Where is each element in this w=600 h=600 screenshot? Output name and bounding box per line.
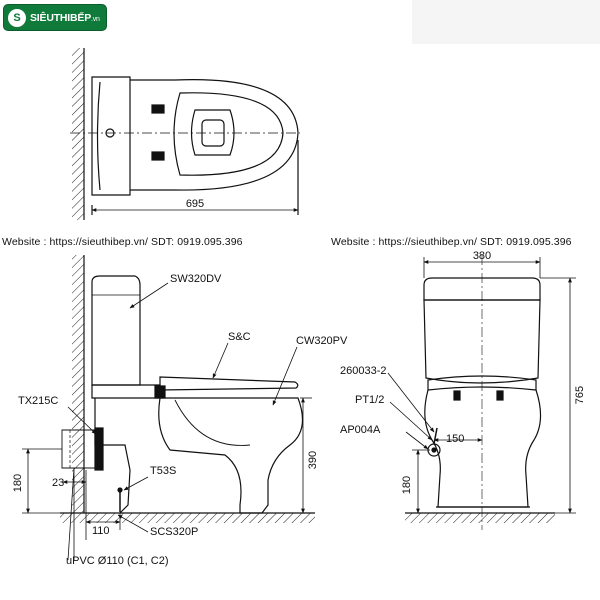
side-view (22, 255, 315, 561)
floor-hatch-side (60, 513, 315, 523)
hinge-bracket-upper (151, 104, 165, 114)
valve-center (431, 447, 437, 453)
tank-top-outline (91, 76, 131, 196)
seat-hinge-left (453, 390, 461, 401)
top-view (70, 48, 300, 220)
bowl-top-outline (130, 79, 299, 191)
bowl-front-outline (424, 389, 542, 508)
tank-lid-front (423, 277, 541, 301)
label-upvc: uPVC Ø110 (C1, C2) (66, 555, 169, 567)
tank-side-outline (91, 275, 141, 386)
leader-cw320pv (272, 346, 298, 406)
bowl-opening (190, 109, 235, 156)
dim-695-label: 695 (186, 198, 204, 210)
trapway-inner (174, 399, 251, 446)
tank-inner-curve (96, 81, 101, 191)
front-view (387, 255, 576, 530)
brand-mark-icon: S (8, 8, 26, 27)
website-watermark-left: Website : https://sieuthibep.vn/ SDT: 09… (2, 236, 243, 248)
drain-opening (201, 119, 225, 147)
floor-hatch-front (405, 513, 555, 523)
seat-top-outline (173, 92, 284, 176)
leader-tx215c (67, 406, 97, 435)
dim-180-side-label: 180 (12, 474, 24, 492)
tank-base (91, 384, 161, 399)
seat-hinge-right (496, 390, 504, 401)
website-watermark-right: Website : https://sieuthibep.vn/ SDT: 09… (331, 236, 572, 248)
label-260033-2: 260033-2 (340, 365, 387, 377)
dim-180-front-label: 180 (401, 476, 413, 494)
dim-110-label: 110 (92, 525, 110, 537)
leader-scs320p (117, 514, 149, 533)
label-cw320pv: CW320PV (296, 335, 348, 347)
label-sc: S&C (228, 331, 251, 343)
label-pt12: PT1/2 (355, 394, 384, 406)
label-t53s: T53S (150, 465, 176, 477)
dim-150-label: 150 (446, 433, 464, 445)
leader-upvc (67, 467, 75, 561)
leader-260033 (387, 372, 435, 433)
dim-380-label: 380 (473, 250, 491, 262)
brand-logo[interactable]: S SIÊUTHIBẾP.vn (3, 4, 107, 31)
wall-hatch-top (72, 48, 84, 220)
dim-23-label: 23 (52, 477, 64, 489)
seat-hinge-side (154, 385, 166, 399)
leader-pt12 (389, 401, 433, 441)
leader-sw320dv (129, 282, 169, 309)
label-ap004a: AP004A (340, 424, 381, 436)
label-sw320dv: SW320DV (170, 273, 222, 285)
dim-765-label: 765 (574, 386, 586, 404)
brand-logo-text: SIÊUTHIBẾP.vn (30, 11, 100, 24)
header-blank-area (412, 0, 600, 44)
wall-hatch-side (72, 255, 84, 513)
seat-side-outline (159, 376, 299, 391)
leader-ap004a (405, 431, 429, 450)
label-tx215c: TX215C (18, 395, 58, 407)
leader-sc (212, 342, 229, 379)
flange-tx215c (94, 427, 104, 471)
bolt-head-icon (117, 487, 123, 493)
label-scs320p: SCS320P (150, 526, 198, 538)
leader-t53s (123, 476, 149, 491)
dim-390-label: 390 (307, 451, 319, 469)
bowl-side-outline (158, 397, 304, 514)
supply-hose (433, 427, 438, 445)
hinge-bracket-lower (151, 151, 165, 161)
